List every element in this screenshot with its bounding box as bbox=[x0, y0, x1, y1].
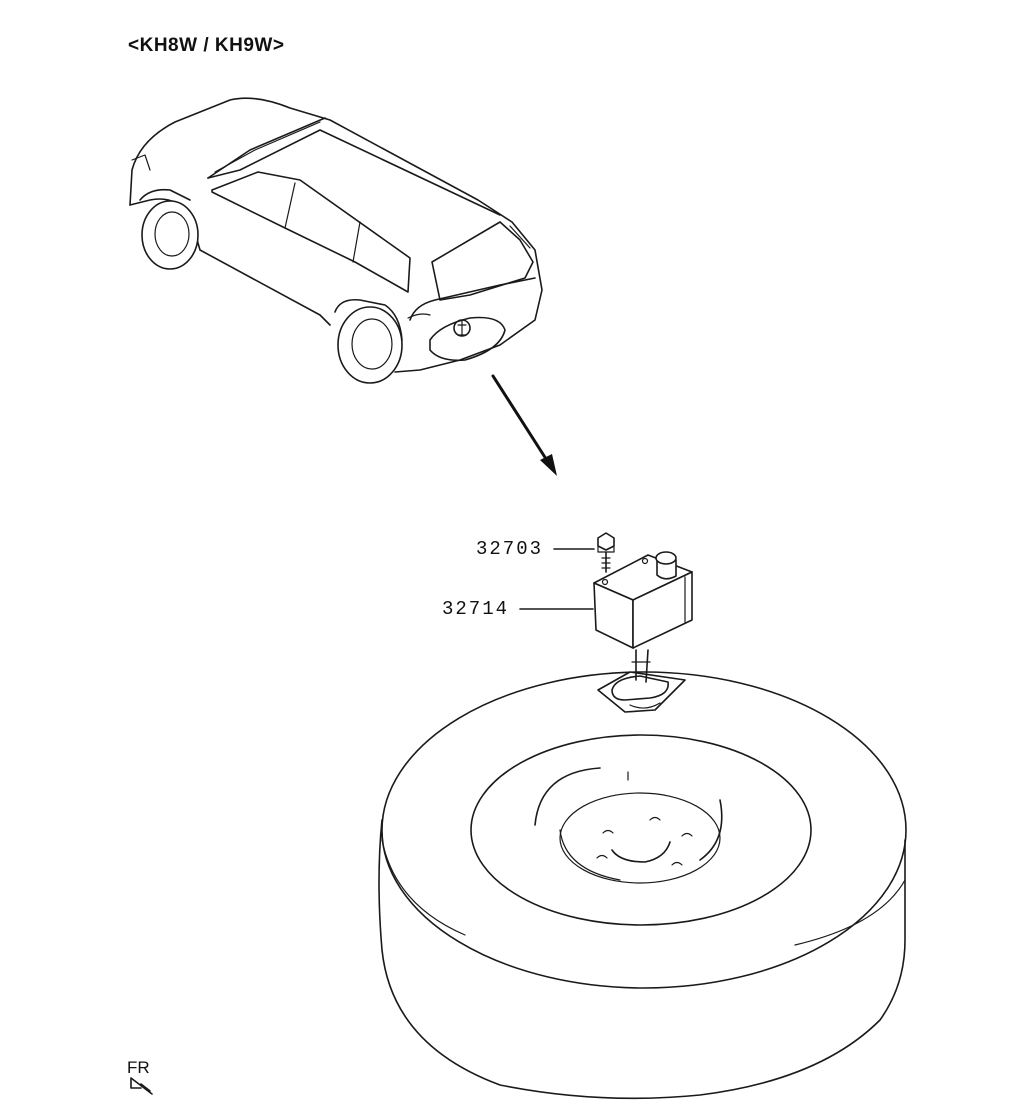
mounting-bracket bbox=[597, 649, 686, 713]
location-arrow bbox=[491, 374, 557, 476]
spare-tire bbox=[378, 671, 907, 1100]
front-orientation-label: FR bbox=[127, 1058, 150, 1077]
vehicle-illustration bbox=[129, 97, 543, 384]
part-number-32714[interactable]: 32714 bbox=[442, 598, 510, 620]
front-arrow-icon bbox=[130, 1077, 153, 1095]
compressor-unit bbox=[593, 551, 693, 649]
part-number-32703[interactable]: 32703 bbox=[476, 538, 544, 560]
bolt bbox=[597, 532, 615, 573]
model-title: <KH8W / KH9W> bbox=[128, 35, 285, 56]
